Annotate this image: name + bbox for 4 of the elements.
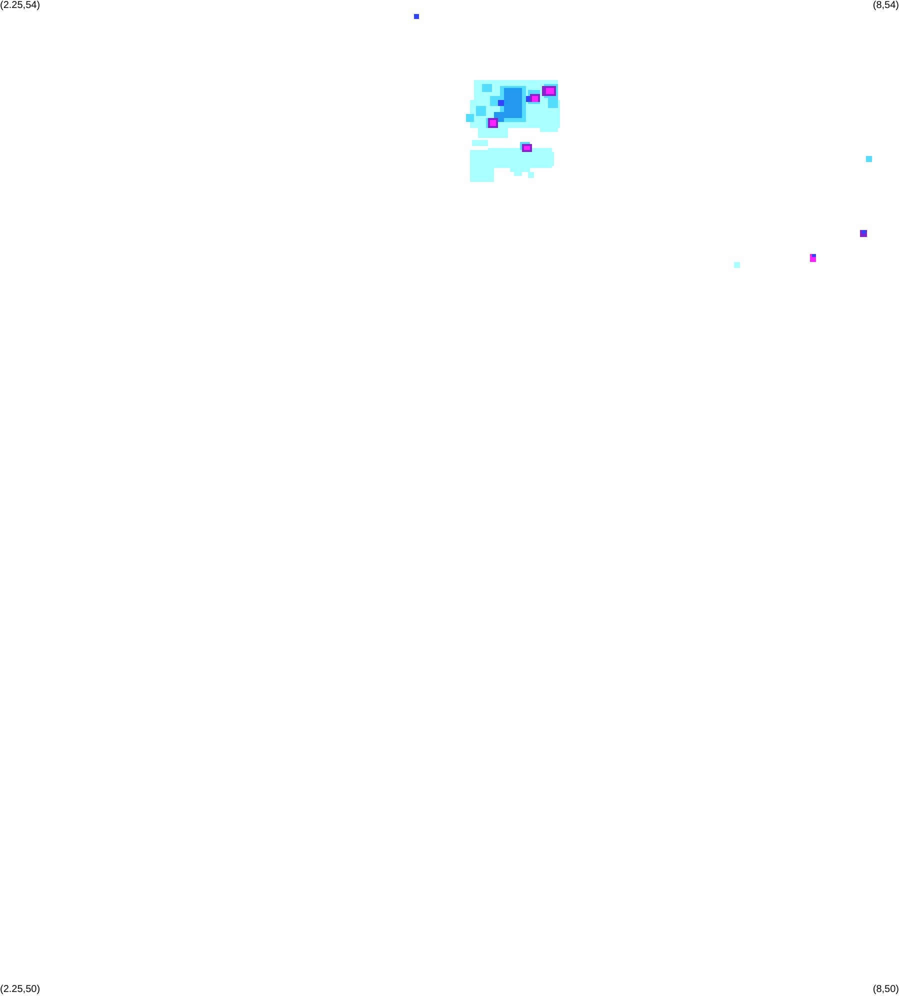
- coordinate-label: (2.25,54): [0, 0, 40, 12]
- coordinate-label: (8,54): [872, 0, 899, 12]
- coordinate-label: (8,50): [872, 984, 899, 996]
- coordinate-label: (2.25,50): [0, 984, 40, 996]
